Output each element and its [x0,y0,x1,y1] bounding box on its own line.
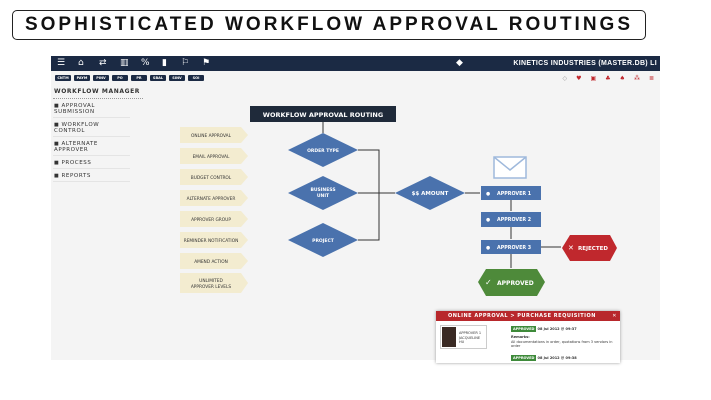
tag-icon[interactable]: ◆ [456,58,463,68]
menu-icon[interactable]: ☰ [57,58,66,68]
card-header: ONLINE APPROVAL > PURCHASE REQUISITION ✕ [436,311,620,321]
sidebar-item-approval-submission[interactable]: APPROVAL SUBMISSION [53,100,130,118]
sitemap-icon[interactable]: ♣ [605,75,611,82]
transfer-icon[interactable]: ⇄ [99,58,107,68]
list-icon[interactable]: ≣ [648,75,654,82]
svg-text:ALTERNATE APPROVER: ALTERNATE APPROVER [187,196,236,202]
tag-sbal[interactable]: SBAL [150,75,166,81]
company-name: KINETICS INDUSTRIES (MASTER.DB) LI [513,60,657,67]
heart-icon[interactable]: ♥ [576,75,582,82]
approver-1-box: ● APPROVER 1 [481,186,541,200]
approval-date: 08 Jul 2012 @ 09:37 [537,327,577,331]
option-budget-control: BUDGET CONTROL [180,169,248,185]
check-icon: ✓ [485,278,492,287]
approver-3-box: ● APPROVER 3 [481,240,541,254]
tag-pr[interactable]: PR [131,75,147,81]
svg-text:ONLINE APPROVAL: ONLINE APPROVAL [191,133,232,139]
user-icon: ● [486,191,490,197]
close-icon[interactable]: ✕ [612,313,617,319]
svg-text:ORDER TYPE: ORDER TYPE [307,148,339,154]
fire-icon[interactable]: ♠ [619,75,625,82]
svg-text:$$ AMOUNT: $$ AMOUNT [412,191,449,197]
sidebar-item-workflow-control[interactable]: WORKFLOW CONTROL [53,119,130,137]
link-icon[interactable]: % [141,58,150,68]
x-icon: ✕ [568,244,574,252]
home-icon[interactable]: ⌂ [78,58,84,68]
diagram-title: WORKFLOW APPROVAL ROUTING [263,111,383,119]
option-email-approval: EMAIL APPROVAL [180,148,248,164]
tag-po[interactable]: PO [112,75,128,81]
svg-text:REMINDER NOTIFICATION: REMINDER NOTIFICATION [184,238,239,244]
sidebar-item-process[interactable]: PROCESS [53,157,130,169]
diamond-icon[interactable]: ◇ [562,75,568,82]
sidebar-header: WORKFLOW MANAGER [53,86,143,99]
svg-text:BUSINESS: BUSINESS [310,187,335,193]
approver-2-box: ● APPROVER 2 [481,212,541,227]
option-amend-action: AMEND ACTION [180,253,248,269]
svg-text:APPROVER 1: APPROVER 1 [497,191,531,197]
option-reminder-notification: REMINDER NOTIFICATION [180,232,248,248]
approver-label: APPROVER 1 [459,331,482,335]
decision-project: PROJECT [288,223,358,257]
tag-paym[interactable]: PAYM [74,75,90,81]
approver-name: JACQUELINE HU [459,336,481,344]
status-badge-2: APPROVED [511,355,537,361]
svg-text:APPROVER 3: APPROVER 3 [497,245,531,251]
svg-text:APPROVER 2: APPROVER 2 [497,217,531,223]
avatar [442,327,456,347]
sidebar-item-alternate-approver[interactable]: ALTERNATE APPROVER [53,138,130,156]
user-icon: ● [486,217,490,223]
diagram-title-box [250,106,396,122]
sidebar-item-reports[interactable]: REPORTS [53,170,130,182]
flag-outline-icon[interactable]: ⚐ [181,58,190,68]
option-approver-group: APPROVER GROUP [180,211,248,227]
svg-text:PROJECT: PROJECT [312,238,335,244]
svg-text:EMAIL APPROVAL: EMAIL APPROVAL [193,154,230,160]
tag-cntm[interactable]: CNTM [55,75,71,81]
option-alternate-approver: ALTERNATE APPROVER [180,190,248,206]
bookmark-icon[interactable]: ▮ [162,58,167,68]
user-icon: ● [486,245,490,251]
svg-text:REJECTED: REJECTED [578,246,608,252]
share-icon[interactable]: ⁂ [633,75,640,82]
svg-text:UNIT: UNIT [317,193,330,199]
flag-icon[interactable]: ⚑ [202,58,211,68]
tag-pinv[interactable]: PINV [93,75,109,81]
svg-text:APPROVER LEVELS: APPROVER LEVELS [191,284,232,290]
approval-date-2: 08 Jul 2012 @ 09:38 [537,356,577,360]
toolbar-icons: ◇ ♥ ▣ ♣ ♠ ⁂ ≣ [563,75,655,82]
tag-sinv[interactable]: SINV [169,75,185,81]
briefcase-icon[interactable]: ▣ [590,75,597,82]
tag-soi[interactable]: SOI [188,75,204,81]
envelope-icon [493,156,527,179]
card-title: ONLINE APPROVAL > PURCHASE REQUISITION [448,313,596,319]
sidebar: WORKFLOW MANAGER APPROVAL SUBMISSION WOR… [53,86,143,182]
navbar: ☰ ⌂ ⇄ ▥ % ▮ ⚐ ⚑ ◆ KINETICS INDUSTRIES (M… [51,56,660,71]
svg-text:APPROVED: APPROVED [497,280,534,287]
svg-text:BUDGET CONTROL: BUDGET CONTROL [191,175,232,181]
slide-title: SOPHISTICATED WORKFLOW APPROVAL ROUTINGS [12,10,646,40]
svg-text:AMEND ACTION: AMEND ACTION [194,259,228,265]
module-tags: CNTM PAYM PINV PO PR SBAL SINV SOI [55,75,204,81]
option-online-approval: ONLINE APPROVAL [180,127,248,143]
approved-node: ✓ APPROVED [478,269,545,296]
status-badge: APPROVED [511,326,537,332]
svg-text:APPROVER GROUP: APPROVER GROUP [191,217,231,223]
approval-card: ONLINE APPROVAL > PURCHASE REQUISITION✕ … [436,311,620,363]
approver-panel: APPROVER 1 JACQUELINE HU [440,325,487,349]
remarks-text: All documentations in order, quotations … [511,340,613,348]
remarks-label: Remarks: [511,335,530,339]
map-icon[interactable]: ▥ [120,58,129,68]
decision-order-type: ORDER TYPE [288,133,358,167]
rejected-node: ✕ REJECTED [562,235,617,261]
decision-amount: $$ AMOUNT [395,176,465,210]
svg-text:UNLIMITED: UNLIMITED [199,278,223,284]
